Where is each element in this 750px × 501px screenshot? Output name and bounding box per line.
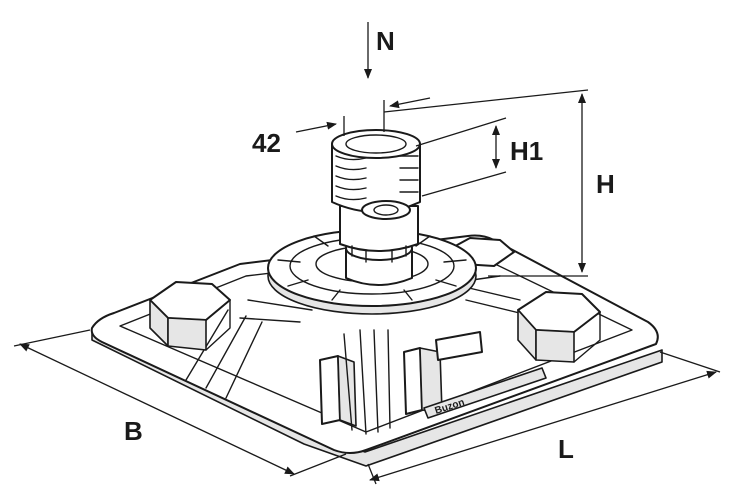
width-dimension — [13, 329, 347, 477]
height-label: H — [596, 169, 615, 199]
length-label: L — [558, 434, 574, 464]
h1-dimension — [415, 117, 507, 197]
hex-cell-left — [149, 281, 231, 351]
length-dimension — [367, 351, 721, 485]
height-dimension — [383, 89, 589, 277]
width-label: B — [124, 416, 143, 446]
threaded-column — [331, 129, 421, 286]
h1-label: H1 — [510, 136, 543, 166]
diameter-label: 42 — [252, 128, 281, 158]
diameter-dimension — [295, 97, 431, 136]
load-label: N — [376, 26, 395, 56]
hex-cell-right — [517, 291, 601, 363]
